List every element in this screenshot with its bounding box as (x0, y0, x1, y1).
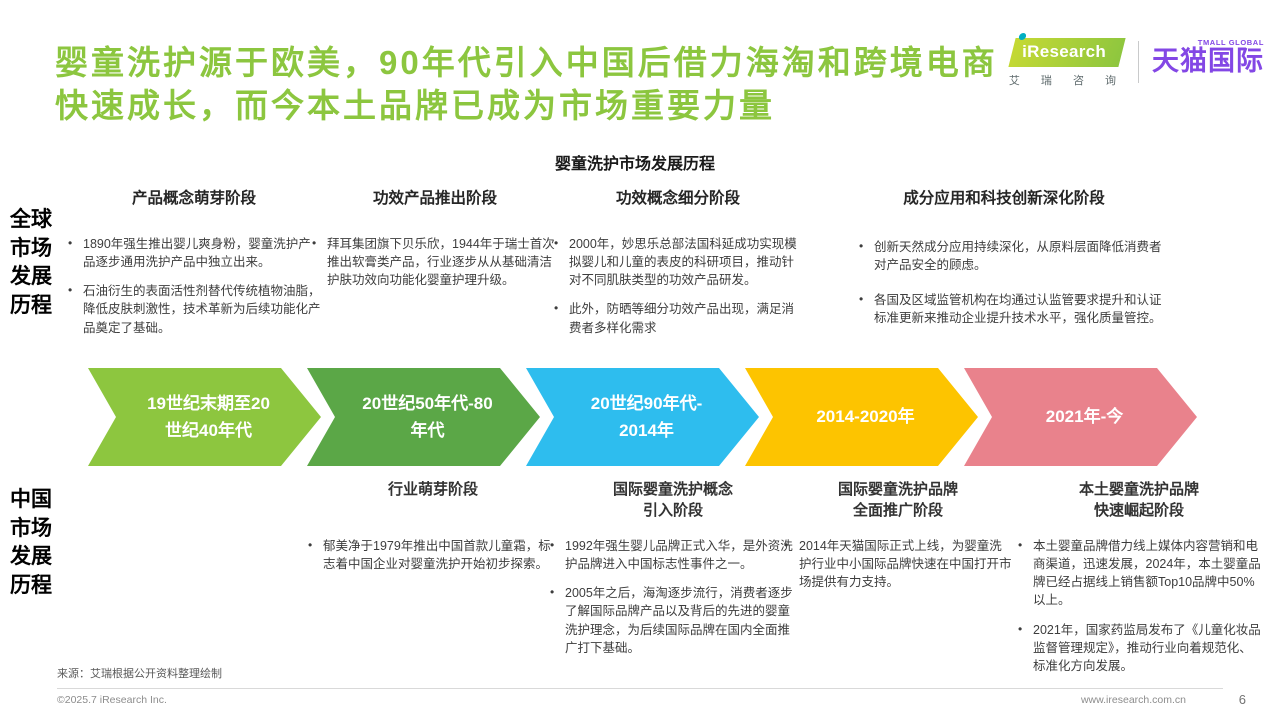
footer-divider (57, 688, 1223, 689)
stage-title: 国际婴童洗护品牌 全面推广阶段 (837, 481, 958, 519)
tmall-global-label: TMALL GLOBAL (1197, 38, 1264, 47)
china-stage-3: 国际婴童洗护品牌 全面推广阶段 2014年天猫国际正式上线，为婴童洗护行业中小国… (782, 479, 1014, 602)
timeline-arrow-4: 2014-2020年 (745, 368, 978, 466)
stage-bullet: 2021年，国家药监局发布了《儿童化妆品监督管理规定》，推动行业向着规范化、标准… (1016, 621, 1262, 675)
stage-bullet: 拜耳集团旗下贝乐欣，1944年于瑞士首次推出软膏类产品，行业逐步从从基础清洁护肤… (310, 235, 560, 289)
iresearch-subtitle: 艾 瑞 咨 询 (1008, 75, 1125, 87)
tmall-global-name: 天猫国际 (1152, 46, 1264, 76)
china-stage-4: 本土婴童洗护品牌 快速崛起阶段 本土婴童品牌借力线上媒体内容营销和电商渠道，迅速… (1016, 479, 1262, 686)
timeline-arrow-label: 2021年-今 (1045, 407, 1124, 427)
global-market-label: 全球市场发展历程 (10, 208, 52, 317)
timeline-arrow-5: 2021年-今 (964, 368, 1197, 466)
page-number: 6 (1238, 692, 1246, 707)
stage-bullet: 郁美净于1979年推出中国首款儿童霜，标志着中国企业对婴童洗护开始初步探索。 (306, 537, 560, 573)
stage-bullet: 2005年之后，海淘逐步流行，消费者逐步了解国际品牌产品以及背后的先进的婴童洗护… (548, 584, 798, 657)
stage-bullet: 此外，防晒等细分功效产品出现，满足消费者多样化需求 (552, 300, 804, 336)
stage-bullet: 2014年天猫国际正式上线，为婴童洗护行业中小国际品牌快速在中国打开市场提供有力… (782, 537, 1014, 591)
logo-divider (1138, 41, 1139, 83)
stage-bullet: 1890年强生推出婴儿爽身粉，婴童洗护产品逐步通用洗护产品中独立出来。 (66, 235, 322, 271)
iresearch-wordmark: iResearch (1022, 42, 1107, 61)
timeline-arrow-label: 2014-2020年 (816, 407, 915, 427)
timeline-arrow-label: 20世纪90年代- 2014年 (590, 393, 703, 440)
timeline-arrow-3: 20世纪90年代- 2014年 (526, 368, 759, 466)
stage-bullet: 创新天然成分应用持续深化，从原料层面降低消费者对产品安全的顾虑。 (857, 238, 1163, 274)
stage-title: 行业萌芽阶段 (387, 481, 478, 498)
stage-title: 功效产品推出阶段 (372, 190, 497, 207)
stage-bullet: 2000年，妙思乐总部法国科延成功实现模拟婴儿和儿童的表皮的科研项目，推动针对不… (552, 235, 804, 289)
website-url: www.iresearch.com.cn (1080, 694, 1186, 706)
iresearch-dot-icon (1018, 33, 1027, 40)
timeline-arrow-label: 20世纪50年代-80 年代 (362, 393, 493, 440)
timeline-arrow-label: 19世纪末期至20 世纪40年代 (147, 393, 270, 440)
stage-title: 成分应用和科技创新深化阶段 (903, 190, 1105, 207)
diagram-title: 婴童洗护市场发展历程 (554, 156, 715, 173)
iresearch-logo: iResearch 艾 瑞 咨 询 (1008, 33, 1126, 88)
global-stage-2: 功效产品推出阶段 拜耳集团旗下贝乐欣，1944年于瑞士首次推出软膏类产品，行业逐… (310, 186, 560, 300)
stage-bullet: 1992年强生婴儿品牌正式入华，是外资洗护品牌进入中国标志性事件之一。 (548, 537, 798, 573)
stage-bullet: 各国及区域监管机构在均通过认监管要求提升和认证标准更新来推动企业提升技术水平，强… (857, 291, 1163, 327)
stage-bullet: 石油衍生的表面活性剂替代传统植物油脂，降低皮肤刺激性，技术革新为后续功能化产品奠… (66, 282, 322, 336)
china-stage-2: 国际婴童洗护概念 引入阶段 1992年强生婴儿品牌正式入华，是外资洗护品牌进入中… (548, 479, 798, 668)
stage-bullet: 本土婴童品牌借力线上媒体内容营销和电商渠道，迅速发展，2024年，本土婴童品牌已… (1016, 537, 1262, 610)
iresearch-badge: iResearch (1008, 33, 1126, 67)
stage-title: 本土婴童洗护品牌 快速崛起阶段 (1078, 481, 1199, 519)
stage-title: 国际婴童洗护概念 引入阶段 (612, 481, 733, 519)
china-stage-1: 行业萌芽阶段 郁美净于1979年推出中国首款儿童霜，标志着中国企业对婴童洗护开始… (306, 479, 560, 584)
global-stage-3: 功效概念细分阶段 2000年，妙思乐总部法国科延成功实现模拟婴儿和儿童的表皮的科… (552, 186, 804, 348)
stage-title: 功效概念细分阶段 (615, 190, 740, 207)
copyright: ©2025.7 iResearch Inc. (57, 694, 167, 706)
source-note: 来源：艾瑞根据公开资料整理绘制 (57, 668, 222, 680)
page-title: 婴童洗护源于欧美，90年代引入中国后借力海淘和跨境电商 快速成长，而今本土品牌已… (55, 44, 998, 124)
logo-area: iResearch 艾 瑞 咨 询 TMALL GLOBAL 天猫国际 (1008, 33, 1264, 88)
tmall-global-logo: TMALL GLOBAL 天猫国际 (1152, 38, 1264, 75)
china-market-label: 中国市场发展历程 (10, 488, 52, 597)
timeline-arrow-1: 19世纪末期至20 世纪40年代 (88, 368, 321, 466)
global-stage-4: 成分应用和科技创新深化阶段 创新天然成分应用持续深化，从原料层面降低消费者对产品… (845, 186, 1163, 345)
global-stage-1: 产品概念萌芽阶段 1890年强生推出婴儿爽身粉，婴童洗护产品逐步通用洗护产品中独… (66, 186, 322, 348)
timeline-arrow-2: 20世纪50年代-80 年代 (307, 368, 540, 466)
stage-title: 产品概念萌芽阶段 (131, 190, 256, 207)
